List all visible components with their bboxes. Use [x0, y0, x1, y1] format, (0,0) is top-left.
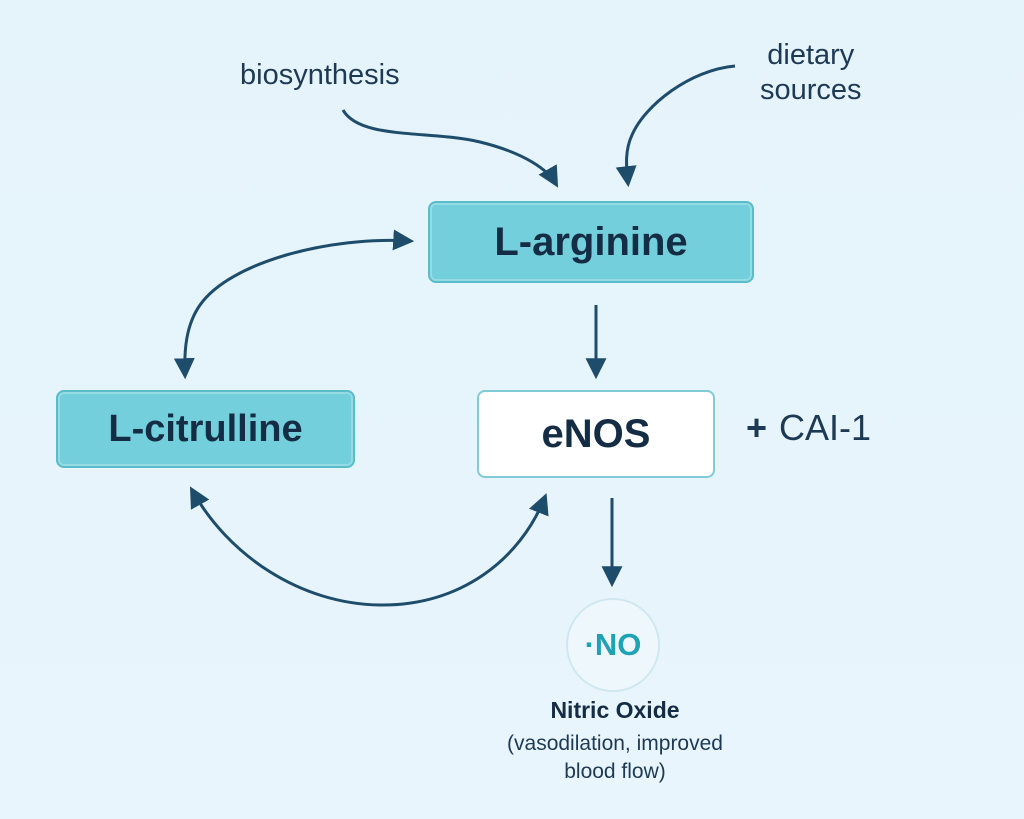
arrow-biosynthesis-to-arginine [341, 109, 559, 188]
nitric-oxide-description-line2: blood flow) [564, 760, 666, 784]
cofactor-label: + CAI-1 [746, 406, 871, 449]
dietary-label-line2: sources [760, 73, 862, 106]
dietary-label-line1: dietary [767, 39, 855, 71]
node-enos: eNOS [477, 390, 715, 478]
node-nitric-oxide-symbol: ·NO [566, 598, 660, 692]
cofactor-name: CAI-1 [779, 407, 872, 448]
arrow-dietary-to-arginine [615, 64, 736, 188]
arrow-citrulline-enos-arc [189, 486, 549, 607]
nitric-oxide-description-line1: (vasodilation, improved [507, 732, 723, 755]
dietary-sources-label: dietary sources [760, 38, 862, 108]
node-l-arginine: L-arginine [428, 201, 754, 283]
arrow-arginine-citrulline-arc [173, 229, 415, 380]
biosynthesis-label: biosynthesis [240, 59, 400, 91]
plus-icon: + [746, 407, 768, 448]
node-l-citrulline: L-citrulline [56, 390, 355, 468]
nitric-oxide-description: (vasodilation, improved blood flow) [440, 730, 790, 787]
nitric-oxide-title: Nitric Oxide [550, 697, 680, 723]
